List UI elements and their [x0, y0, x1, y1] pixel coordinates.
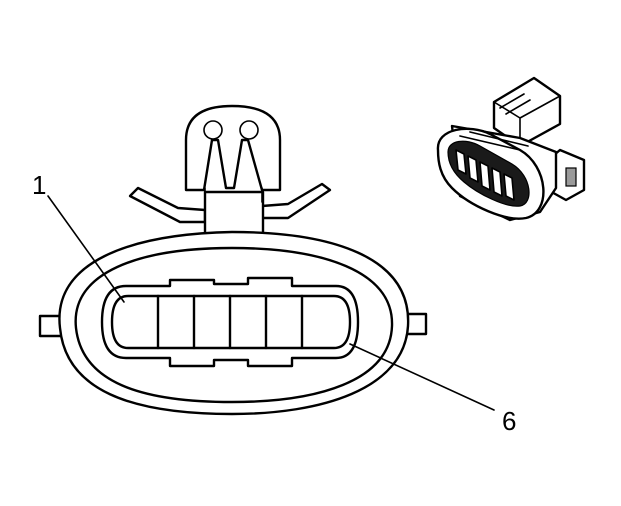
seal-ring: [74, 246, 394, 404]
connector-front-view: [38, 104, 495, 416]
callout-1-label: 1: [32, 170, 46, 200]
leader-line-6: [349, 343, 495, 411]
connector-isometric-view: [436, 76, 586, 222]
callout-6-label: 6: [502, 406, 516, 436]
leader-line-1: [47, 195, 125, 303]
mounting-clip: [128, 104, 332, 238]
terminal-cavities: [156, 294, 304, 350]
